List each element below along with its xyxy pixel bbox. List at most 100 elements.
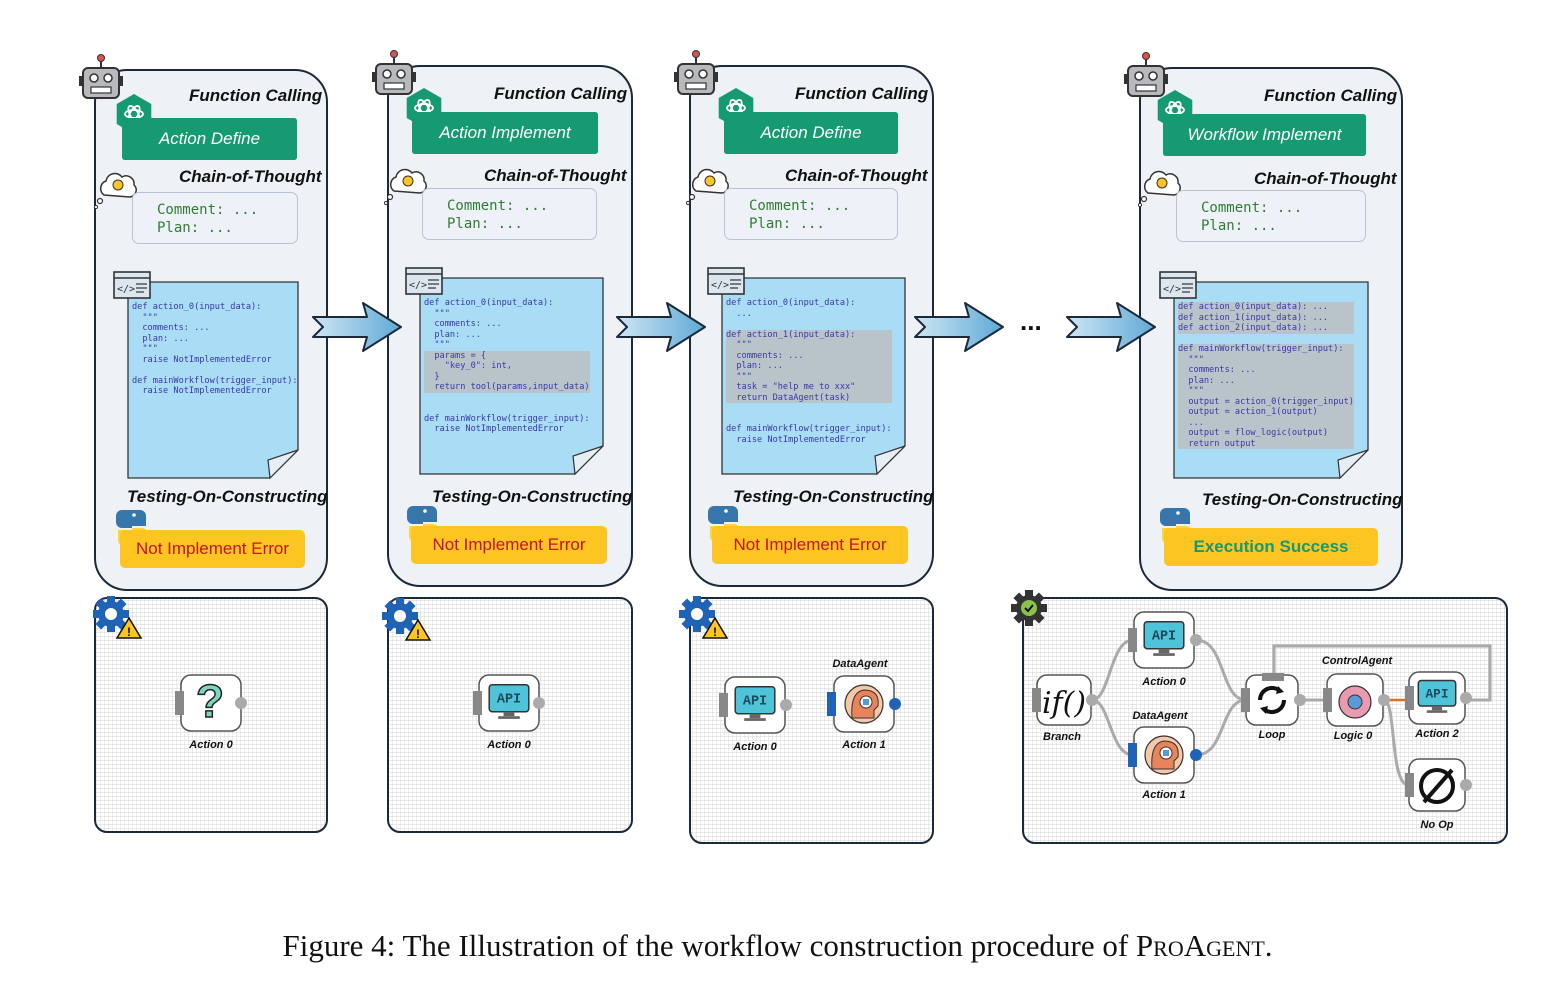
node-input-port: [473, 691, 482, 715]
code-line: ...: [726, 308, 752, 319]
code-line: def mainWorkflow(trigger_input):: [726, 424, 892, 434]
code-line: def action_0(input_data):: [424, 298, 554, 308]
code-line: output = flow_logic(output): [1178, 428, 1354, 439]
ai-agent-icon: [844, 684, 884, 724]
code-window-icon: </>: [707, 267, 745, 295]
node-label-action0: Action 0: [189, 739, 233, 751]
svg-text:!: !: [416, 627, 420, 641]
node-output-port: [235, 697, 247, 709]
code-line: """: [726, 371, 892, 382]
ai-brain-icon: [1338, 685, 1372, 719]
code-line: [1178, 334, 1354, 345]
code-line: plan: ...: [726, 361, 892, 372]
node-input-port: [1405, 686, 1414, 710]
test-result-label: Execution Success: [1164, 528, 1378, 566]
node-output-port: [1378, 694, 1390, 706]
node-label-noop: No Op: [1420, 819, 1454, 831]
api-monitor-icon: API: [1143, 620, 1185, 656]
action-type-label: Action Implement: [412, 112, 598, 154]
code-line: raise NotImplementedError: [132, 354, 272, 365]
code-line: plan: ...: [424, 329, 481, 340]
code-line: }: [424, 371, 590, 382]
code-line: params = {: [424, 350, 590, 361]
code-line: comments: ...: [424, 319, 502, 329]
loop-arrowheads: [1260, 686, 1284, 714]
product-name: ProAgent: [1135, 928, 1265, 963]
node-input-port: [1128, 628, 1137, 652]
svg-text:!: !: [713, 625, 717, 639]
code-line: [424, 403, 590, 414]
gear-check-icon: [1011, 590, 1047, 626]
noop-icon: [1419, 768, 1455, 804]
code-line: def action_0(input_data):: [726, 298, 856, 308]
code-line: def action_2(input_data): ...: [1178, 323, 1354, 334]
code-line: comments: ...: [132, 323, 210, 333]
node-input-port: [1405, 773, 1414, 797]
gear-warning-icon: !: [679, 596, 729, 639]
chain-of-thought-label: Chain-of-Thought: [785, 166, 928, 185]
testing-label: Testing-On-Constructing: [1202, 490, 1403, 509]
node-output-port: [1086, 694, 1098, 706]
robot-icon: [79, 54, 123, 99]
cot-box: Comment: ... Plan: ...: [132, 192, 298, 244]
node-label-logic0: Logic 0: [1333, 730, 1373, 742]
node-output-port: [780, 699, 792, 711]
api-text: API: [743, 695, 767, 710]
node-label-loop: Loop: [1258, 729, 1286, 741]
code-window-icon: </>: [405, 267, 443, 295]
code-line: [726, 319, 892, 330]
chain-of-thought-label: Chain-of-Thought: [484, 166, 627, 185]
code-line: def action_1(input_data):: [726, 329, 892, 340]
code-line: raise NotImplementedError: [726, 434, 866, 445]
test-result-label: Not Implement Error: [411, 526, 607, 564]
connector-line: [1195, 698, 1247, 757]
code-line: task = "help me to xxx": [726, 382, 892, 393]
node-label-action0: Action 0: [1142, 676, 1186, 688]
code-line: plan: ...: [132, 333, 189, 344]
node-input-port: [827, 692, 836, 716]
node-input-port: [1128, 743, 1137, 767]
node-output-port: [889, 698, 901, 710]
cot-box: Comment: ...Plan: ...: [422, 188, 597, 240]
testing-label: Testing-On-Constructing: [127, 487, 328, 506]
code-line: def mainWorkflow(trigger_input):: [132, 375, 298, 386]
document-fold: [1337, 449, 1369, 480]
cot-line: Plan: ...: [749, 216, 825, 232]
cot-line: Comment: ...: [1201, 200, 1303, 216]
node-output-port: [1460, 779, 1472, 791]
svg-text:</>: </>: [117, 284, 135, 295]
code-line: """: [132, 344, 158, 354]
function-calling-label: Function Calling: [1264, 86, 1398, 105]
node-output-port: [1294, 694, 1306, 706]
ai-agent-icon: [1144, 735, 1184, 775]
code-line: [132, 365, 298, 376]
cot-line: Plan: ...: [1201, 218, 1277, 234]
action-type-label: Action Define: [122, 118, 297, 160]
action-type-label: Action Define: [724, 112, 898, 154]
code-line: """: [1178, 354, 1354, 365]
cot-line: Comment: ...: [157, 202, 259, 218]
svg-text:</>: </>: [1163, 284, 1181, 295]
code-line: """: [726, 340, 892, 351]
code-line: def action_0(input_data): ...: [1178, 302, 1354, 313]
node-output-port: [533, 697, 545, 709]
node-input-port: [175, 691, 184, 715]
flow-arrow: [312, 302, 402, 352]
cot-line: Comment: ...: [749, 198, 851, 214]
code-line: plan: ...: [1178, 375, 1354, 386]
ellipsis: ...: [1020, 306, 1042, 336]
loop-top-port: [1262, 673, 1284, 681]
svg-text:</>: </>: [409, 280, 427, 291]
node-label-dataagent: DataAgent: [832, 658, 888, 670]
node-label-dataagent: DataAgent: [1132, 710, 1188, 722]
node-input-port: [1032, 688, 1041, 712]
cot-line: Comment: ...: [447, 198, 549, 214]
code-line: return DataAgent(task): [726, 392, 892, 403]
connector-line: [1195, 638, 1247, 702]
function-calling-label: Function Calling: [494, 84, 628, 103]
code-line: """: [1178, 386, 1354, 397]
code-line: def mainWorkflow(trigger_input):: [424, 413, 590, 424]
node-label-action1: Action 1: [842, 739, 886, 751]
test-result-label: Not Implement Error: [712, 526, 908, 564]
cot-line: Plan: ...: [157, 220, 233, 236]
